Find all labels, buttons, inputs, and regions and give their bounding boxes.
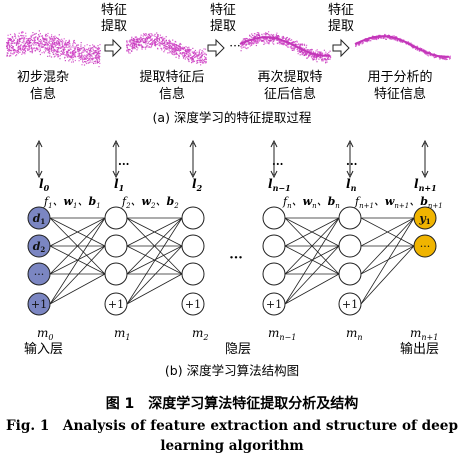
hidden-node	[262, 234, 286, 258]
signal-bands	[6, 30, 451, 68]
arrow-label-3a: 特征	[328, 3, 354, 18]
m-label-n+1: mn+1	[410, 326, 438, 342]
output-layer-label: 输出层	[400, 341, 439, 357]
caption-b: (b) 深度学习算法结构图	[165, 363, 299, 378]
hidden-node	[104, 206, 128, 230]
arrow-label-2b: 提取	[210, 18, 236, 34]
m-label-2: m2	[192, 326, 208, 342]
layer-arrow-4	[346, 139, 354, 179]
layer-ln: ln	[346, 177, 357, 193]
figure-caption-cn: 图 1 深度学习算法特征提取分析及结构	[106, 395, 359, 412]
feature-extraction-panel: 特征 提取 特征 提取 ··· 特征 提取 初步混杂 信息 提取特征后 信息 再…	[6, 3, 451, 125]
layer-ln+1: ln+1	[414, 177, 437, 193]
stage-label-3b: 征后信息	[264, 86, 316, 102]
layer-ln-1: ln−1	[268, 177, 291, 193]
hidden-node	[181, 206, 205, 230]
svg-text:···: ···	[420, 240, 431, 253]
svg-text:+1: +1	[342, 298, 358, 311]
arrow-label-1b: 提取	[101, 18, 127, 34]
m-label-1: m1	[114, 326, 130, 342]
stage-label-1a: 初步混杂	[17, 70, 69, 85]
stage-arrow-3: 特征 提取	[328, 3, 354, 58]
signal-band-4	[354, 33, 451, 61]
m-label-0: m0	[37, 326, 53, 342]
signal-band-1	[6, 30, 101, 68]
input-node: d2	[27, 234, 51, 258]
input-node: d1	[27, 206, 51, 230]
figure-caption-en-2: learning algorithm	[160, 438, 303, 454]
layer-arrow-1	[112, 139, 120, 179]
top-ellipsis-1: ···	[118, 158, 130, 171]
svg-text:+1: +1	[266, 298, 282, 311]
hidden-node	[181, 234, 205, 258]
hidden-node	[181, 262, 205, 286]
stage-label-4b: 特征信息	[374, 86, 426, 102]
input-node: ···	[27, 262, 51, 286]
svg-text:d1: d1	[33, 212, 46, 226]
weight-group-1: f1、w1、b1	[43, 195, 101, 210]
svg-text:+1: +1	[31, 298, 47, 311]
layer-arrow-2	[189, 139, 197, 179]
stage-label-4a: 用于分析的	[367, 69, 432, 85]
hidden-layer-label: 隐层	[225, 342, 251, 357]
hidden-node	[338, 262, 362, 286]
layer-arrow-3	[270, 139, 278, 179]
m-label-n: mn	[346, 326, 363, 342]
caption-a: (a) 深度学习的特征提取过程	[153, 110, 312, 125]
hidden-node: +1	[181, 292, 205, 316]
hidden-node: +1	[104, 292, 128, 316]
output-node: ···	[413, 234, 437, 258]
layer-l2: l2	[192, 177, 203, 193]
stage-label-2b: 信息	[159, 86, 185, 102]
m-label-n-1: mn−1	[268, 326, 296, 342]
hidden-node	[262, 262, 286, 286]
network-nodes: d1 d2 ··· +1 +1 +1 +1 +1 y1 ···	[27, 206, 437, 316]
hidden-node	[104, 262, 128, 286]
svg-text:···: ···	[34, 268, 45, 281]
stage-label-3a: 再次提取特	[257, 69, 322, 85]
layer-l0: l0	[39, 177, 50, 193]
weight-group-2: f2、w2、b2	[121, 195, 179, 210]
input-layer-label: 输入层	[24, 341, 63, 357]
input-node: +1	[27, 292, 51, 316]
stage-ellipsis: ···	[229, 39, 240, 53]
arrow-label-1a: 特征	[101, 3, 127, 18]
hidden-node	[104, 234, 128, 258]
stage-label-1b: 信息	[30, 86, 56, 102]
hidden-node: +1	[338, 292, 362, 316]
signal-band-3	[239, 31, 332, 64]
svg-text:+1: +1	[185, 298, 201, 311]
layer-arrows	[35, 139, 429, 179]
network-connections	[49, 217, 415, 305]
arrow-label-3b: 提取	[328, 18, 354, 34]
top-ellipsis-3: ···	[346, 158, 358, 171]
hidden-node: +1	[262, 292, 286, 316]
signal-band-2	[126, 32, 207, 66]
svg-text:y1: y1	[418, 212, 430, 226]
weight-group-n+1: fn+1、wn+1、bn+1	[354, 195, 443, 210]
top-ellipsis-2: ···	[272, 158, 284, 171]
svg-text:d2: d2	[33, 240, 46, 254]
stage-arrow-2: 特征 提取 ···	[207, 3, 241, 58]
layer-arrow-5	[421, 139, 429, 179]
figure-caption-en-1: Fig. 1 Analysis of feature extraction an…	[6, 418, 458, 434]
svg-text:+1: +1	[108, 298, 124, 311]
output-node: y1	[413, 206, 437, 230]
hidden-node	[338, 206, 362, 230]
stage-arrow-1: 特征 提取	[101, 3, 127, 58]
layer-arrow-0	[35, 139, 43, 179]
hidden-node	[262, 206, 286, 230]
hidden-node	[338, 234, 362, 258]
stage-label-2a: 提取特征后	[139, 69, 204, 85]
arrow-label-2a: 特征	[210, 3, 236, 18]
layer-l1: l1	[114, 177, 124, 193]
middle-ellipsis: ···	[229, 251, 243, 266]
weight-group-n: fn、wn、bn	[282, 195, 340, 210]
